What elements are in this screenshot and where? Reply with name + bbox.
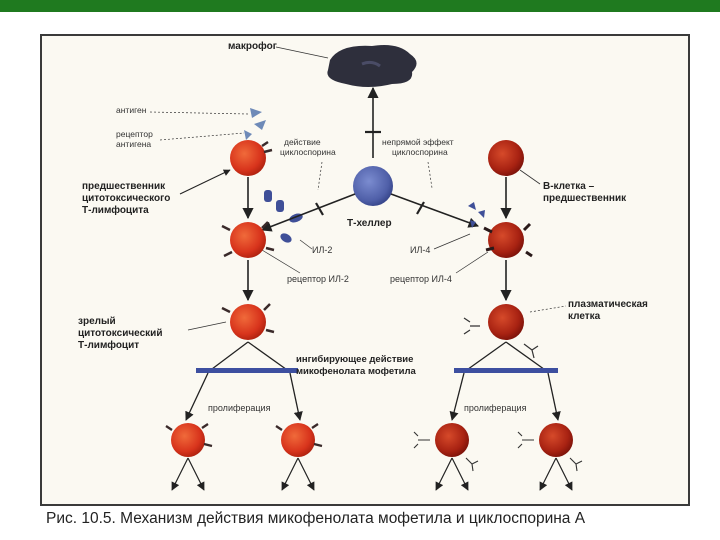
label-antigen-receptor-2: антигена: [116, 139, 151, 149]
leader-precursor-ctl: [179, 169, 231, 195]
label-indirect-effect-2: циклоспорина: [392, 147, 448, 157]
label-prolif-right: пролиферация: [464, 403, 527, 413]
arrow-th-to-bcell: [390, 193, 479, 228]
t-helper-cell: [353, 166, 393, 206]
label-il2: ИЛ-2: [312, 245, 332, 255]
label-plasma-1: плазматическая: [568, 299, 648, 310]
arrow-th-to-ctl: [261, 193, 356, 232]
leader-antigen-receptor: [159, 132, 245, 141]
precursor-ctl-cell: [230, 140, 273, 176]
figure-frame: [40, 34, 690, 506]
inhibit-bar-left: [196, 368, 298, 373]
leader-b-cell: [519, 169, 541, 185]
leader-il4-receptor: [455, 251, 489, 274]
prolif-arrow-r2: [547, 372, 561, 421]
label-t-helper: Т-хеллер: [347, 218, 392, 229]
bottom-arrows: [171, 457, 573, 491]
label-prolif-left: пролиферация: [208, 403, 271, 413]
label-indirect-effect-1: непрямой эффект: [382, 137, 454, 147]
inhibit-tick-il4: [416, 201, 425, 215]
label-cyclosporine-action-1: действие: [284, 137, 321, 147]
label-inhibit-2: микофенолата мофетила: [296, 366, 417, 377]
top-bar: [0, 0, 720, 12]
b-cell-precursor: [488, 140, 524, 176]
label-il2-receptor: рецептор ИЛ-2: [287, 274, 349, 284]
activated-b-cell: [483, 222, 533, 258]
prolif-arrow-l1: [185, 372, 209, 421]
label-il4-receptor: рецептор ИЛ-4: [390, 274, 452, 284]
label-inhibit-1: ингибирующее действие: [296, 354, 413, 365]
label-precursor-ctl-2: цитотоксического: [82, 193, 170, 204]
leader-indirect: [427, 161, 433, 189]
branch-right-b: [505, 341, 549, 373]
antigen-shapes: [244, 108, 266, 140]
il4-molecules: [468, 202, 485, 228]
label-mature-ctl-3: Т-лимфоцит: [78, 339, 139, 351]
leader-mature-ctl: [187, 321, 227, 331]
prolif-arrow-r1: [449, 372, 465, 421]
label-b-cell-2: предшественник: [543, 193, 627, 204]
figure-caption: Рис. 10.5. Механизм действия микофенолат…: [46, 510, 586, 527]
macrophage-cell: [327, 45, 417, 87]
label-precursor-ctl-3: Т-лимфоцита: [82, 204, 149, 216]
leader-antigen: [149, 111, 249, 115]
leader-il4: [433, 233, 471, 250]
label-precursor-ctl-1: предшественник: [82, 181, 166, 192]
prolif-plasma-cell-1: [413, 423, 479, 472]
plasma-cell: [463, 304, 539, 359]
prolif-ctl-cell-1: [165, 423, 213, 457]
branch-left-a: [207, 341, 249, 373]
prolif-arrow-l2: [289, 372, 303, 421]
leader-cyclosporine: [317, 161, 323, 191]
label-antigen: антиген: [116, 105, 147, 115]
label-b-cell-1: В-клетка –: [543, 181, 595, 192]
label-mature-ctl-2: цитотоксический: [78, 328, 162, 339]
activated-ctl-cell: [221, 221, 275, 258]
prolif-plasma-cell-2: [517, 423, 583, 472]
label-cyclosporine-action-2: циклоспорина: [280, 147, 336, 157]
branch-left-b: [247, 341, 291, 373]
inhibit-tick-il2: [315, 202, 324, 216]
prolif-ctl-cell-2: [275, 423, 323, 457]
label-macrophage: макрофог: [228, 40, 277, 52]
leader-il2-receptor: [261, 249, 301, 274]
label-mature-ctl-1: зрелый: [78, 316, 116, 327]
leader-plasma: [529, 305, 567, 313]
inhibit-bar-right: [454, 368, 558, 373]
leader-il2: [299, 239, 313, 250]
label-il4: ИЛ-4: [410, 245, 430, 255]
label-antigen-receptor-1: рецептор: [116, 129, 153, 139]
label-plasma-2: клетка: [568, 311, 601, 322]
leader-macrophage: [275, 46, 329, 59]
il2-molecules: [264, 190, 303, 243]
branch-right-a: [463, 341, 507, 373]
mature-ctl-cell: [221, 303, 275, 340]
